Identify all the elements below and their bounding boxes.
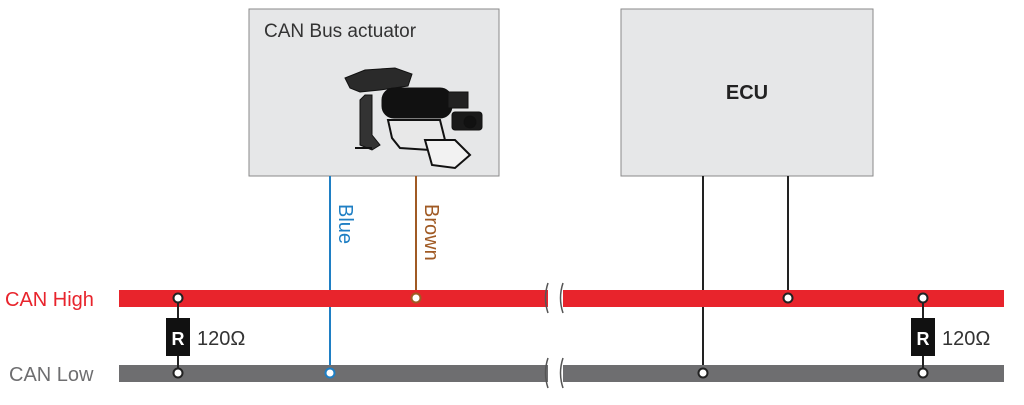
left-resistor-symbol: R [172, 329, 185, 349]
ecu-title: ECU [726, 82, 768, 104]
junction-dot [917, 292, 929, 304]
junction-dot [172, 367, 184, 379]
junction-dot [324, 367, 336, 379]
junction-dot [782, 292, 794, 304]
junction-dot [410, 292, 422, 304]
can-high-label: CAN High [5, 289, 94, 311]
junction-dot [917, 367, 929, 379]
can-low-bus-right [563, 365, 1004, 382]
actuator-device-icon [344, 67, 483, 170]
right-resistor [911, 318, 935, 356]
left-resistor [166, 318, 190, 356]
can-high-bus-left [119, 290, 548, 307]
can-low-label: CAN Low [9, 364, 94, 386]
bus-break-mark [544, 282, 564, 389]
junction-dot [697, 367, 709, 379]
actuator-title: CAN Bus actuator [264, 21, 417, 42]
brown-wire-label: Brown [420, 204, 442, 261]
blue-wire-label: Blue [334, 204, 356, 244]
left-resistor-value: 120Ω [197, 328, 245, 350]
right-resistor-value: 120Ω [942, 328, 990, 350]
ecu-box [620, 8, 874, 177]
right-resistor-symbol: R [917, 329, 930, 349]
junction-dot [172, 292, 184, 304]
